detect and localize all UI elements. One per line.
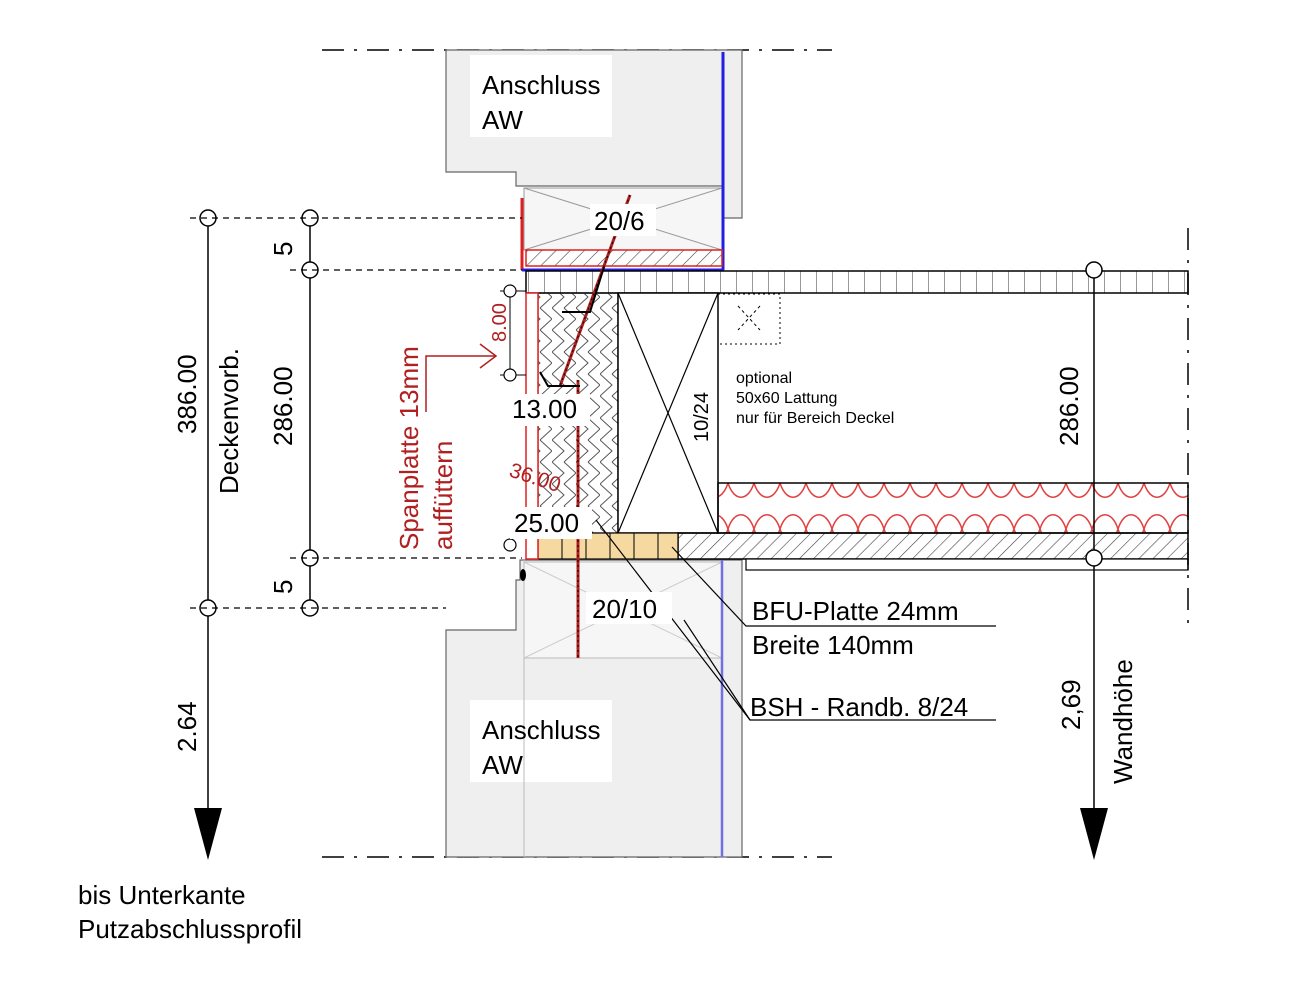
spanplatte-line2: auffüttern: [428, 441, 458, 550]
bottom-note-line1: bis Unterkante: [78, 880, 246, 910]
spanplatte-line1: Spanplatte 13mm: [394, 346, 424, 550]
anschluss-bottom-line2: AW: [482, 750, 523, 780]
optional-note-line2: 50x60 Lattung: [736, 390, 837, 407]
dim-25-value: 25.00: [514, 508, 579, 538]
timber-top-label: 20/6: [594, 206, 645, 236]
dim-386-value: 386.00: [172, 354, 202, 434]
dim-13-value: 13.00: [512, 394, 577, 424]
dim-line-386: [194, 209, 222, 860]
dim-gap-8: [500, 284, 526, 581]
dim-line-286: [301, 209, 319, 617]
dim-286-left-value: 286.00: [268, 366, 298, 446]
dim-269-value: 2,69: [1056, 679, 1086, 730]
dim-5-top-value: 5: [268, 242, 298, 256]
wandhoehe-label: Wandhöhe: [1108, 659, 1138, 784]
dim-8-value: 8.00: [489, 303, 511, 342]
deckenvorb-label: Deckenvorb.: [214, 348, 244, 494]
anschluss-top-line1: Anschluss: [482, 70, 601, 100]
anschluss-top-line2: AW: [482, 105, 523, 135]
dim-extension-lines: [190, 217, 522, 609]
bottom-note-line2: Putzabschlussprofil: [78, 914, 302, 944]
bfu-label-line1: BFU-Platte 24mm: [752, 596, 959, 626]
dim-line-right: [1080, 261, 1108, 860]
optional-note-line1: optional: [736, 370, 792, 387]
leader-lines: [425, 343, 996, 721]
bsh-label: BSH - Randb. 8/24: [750, 692, 968, 722]
angle-bracket: [562, 266, 605, 313]
bfu-label-line2: Breite 140mm: [752, 630, 914, 660]
dim-5-bottom-value: 5: [268, 580, 298, 594]
beam-section-label: 10/24: [691, 392, 713, 442]
dim-286-right-value: 286.00: [1054, 366, 1084, 446]
timber-bottom-label: 20/10: [592, 594, 657, 624]
dim-264-value: 2.64: [172, 701, 202, 752]
lower-wall: [445, 559, 743, 858]
fixing-bracket: [539, 371, 580, 387]
optional-note-line3: nur für Bereich Deckel: [736, 410, 894, 427]
anschluss-bottom-line1: Anschluss: [482, 715, 601, 745]
